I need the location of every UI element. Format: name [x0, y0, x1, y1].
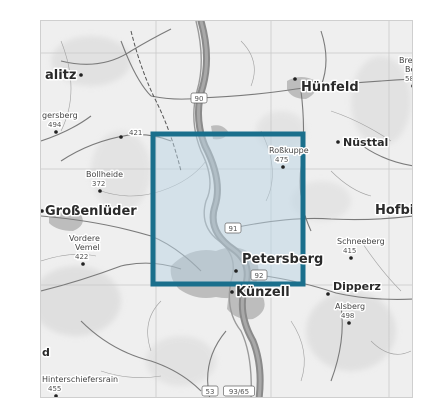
road-shield-r92 — [250, 269, 268, 281]
peak-marker-breit — [411, 84, 412, 88]
peak-name-hinterschiefersrain: Hinterschiefersrain — [42, 375, 118, 384]
peak-name2-breit: Berg — [405, 65, 413, 74]
town-marker-hunfeld — [293, 77, 297, 81]
road-number-r92: 92 — [255, 272, 264, 280]
town-label-d: d — [42, 346, 50, 359]
peak-marker-gersberg — [54, 130, 58, 134]
peak-elevation-hinterschiefersrain: 455 — [48, 385, 61, 393]
peak-elevation-schneeberg: 415 — [343, 247, 356, 255]
selection-box[interactable] — [150, 131, 306, 287]
town-marker-dipperz — [326, 292, 330, 296]
peak-name-bollheide: Bollheide — [86, 170, 123, 179]
peak-marker-hinterschiefersrain — [54, 394, 58, 397]
peak-marker-rosskuppe — [281, 165, 285, 169]
peak-marker-vordere-vemel — [81, 262, 85, 266]
town-label-petersberg: Petersberg — [242, 252, 323, 267]
town-label-dipperz: Dipperz — [333, 280, 381, 293]
peak-elevation-vordere-vemel: 422 — [75, 253, 88, 261]
road-number-r9365: 93/65 — [229, 388, 249, 396]
road-shield-r91 — [224, 222, 242, 234]
elevation-marker-e421 — [119, 135, 123, 139]
peak-elevation-breit: 581 — [405, 75, 413, 83]
road-shield-r90 — [190, 92, 208, 104]
railway — [130, 30, 182, 172]
town-marker-petersberg — [234, 269, 238, 273]
road-number-r90: 90 — [195, 95, 204, 103]
peak-marker-schneeberg — [349, 256, 353, 260]
town-marker-kunzell — [230, 290, 234, 294]
town-marker-alitz — [79, 73, 83, 77]
peak-elevation-alsberg: 498 — [341, 312, 354, 320]
elevation-e421: 421 — [129, 129, 142, 137]
peak-name-schneeberg: Schneeberg — [337, 237, 385, 246]
peak-marker-alsberg — [347, 321, 351, 325]
town-label-hunfeld: Hünfeld — [301, 80, 359, 95]
town-label-grossenluder: Großenlüder — [45, 204, 137, 219]
town-label-kunzell: Künzell — [236, 285, 290, 300]
peak-name-vordere-vemel: Vordere — [69, 234, 100, 243]
map-canvas: Hünfeld alitzGroßenlüderPetersbergKünzell… — [41, 21, 413, 397]
peak-marker-bollheide — [98, 189, 102, 193]
peak-name-gersberg: gersberg — [42, 111, 78, 120]
road-network — [41, 28, 412, 397]
town-marker-grossenluder — [41, 209, 44, 213]
town-label-hofbie: Hofbie — [375, 203, 413, 218]
peak-elevation-gersberg: 494 — [48, 121, 62, 129]
town-label-alitz: alitz — [45, 68, 76, 83]
town-label-nusttal: Nüsttal — [343, 136, 388, 149]
road-number-r53: 53 — [206, 388, 215, 396]
peak-name2-vordere-vemel: Vemel — [75, 243, 100, 252]
terrain-relief — [41, 36, 411, 386]
road-shield-r53 — [201, 385, 219, 397]
peak-name-breit: Breit — [399, 56, 413, 65]
peak-elevation-bollheide: 372 — [92, 180, 105, 188]
peak-elevation-rosskuppe: 475 — [275, 156, 288, 164]
road-number-r91: 91 — [229, 225, 238, 233]
peak-name-alsberg: Alsberg — [335, 302, 365, 311]
town-marker-nusttal — [336, 140, 340, 144]
road-shield-r9365 — [223, 385, 255, 397]
peak-name-rosskuppe: Roßkuppe — [269, 146, 309, 155]
